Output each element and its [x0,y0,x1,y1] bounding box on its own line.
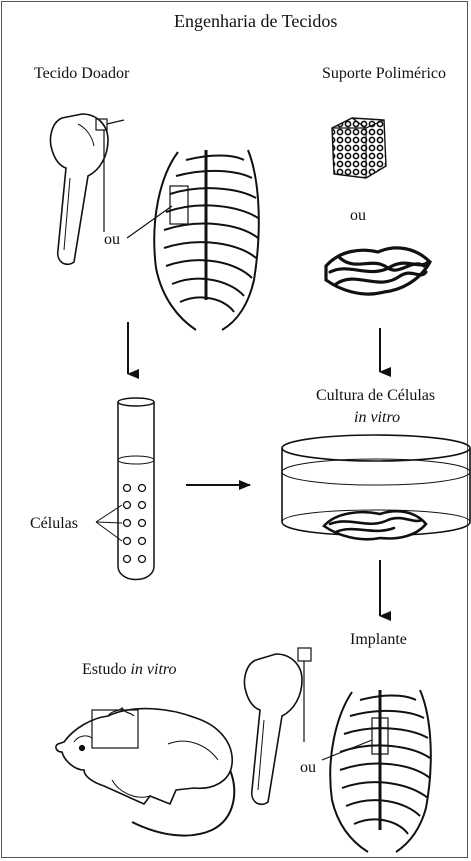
study-label-prefix: Estudo [82,661,126,678]
sponge-scaffold-icon [332,118,386,178]
cells-icon [124,485,146,563]
culture-label-line1: Cultura de Células [316,388,435,404]
ribcage-icon [154,150,259,330]
rat-icon [56,708,234,836]
culture-label-line2: in vitro [354,410,400,426]
donor-tissue-label: Tecido Doador [34,66,129,82]
implant-label: Implante [350,632,407,648]
or-donor-label: ou [104,232,120,248]
implant-femur-icon [244,648,311,804]
study-label: Estudo in vitro [82,662,177,678]
or-support-label: ou [350,208,366,224]
implant-ribcage-icon [330,690,431,852]
study-label-italic: in vitro [130,661,176,678]
fiber-scaffold-icon [326,248,430,294]
polymer-support-label: Suporte Polimérico [322,66,446,82]
scaffold-in-dish-icon [324,511,426,539]
or-implant-label: ou [300,760,316,776]
diagram-title: Engenharia de Tecidos [174,12,337,30]
cells-label: Células [30,516,78,532]
